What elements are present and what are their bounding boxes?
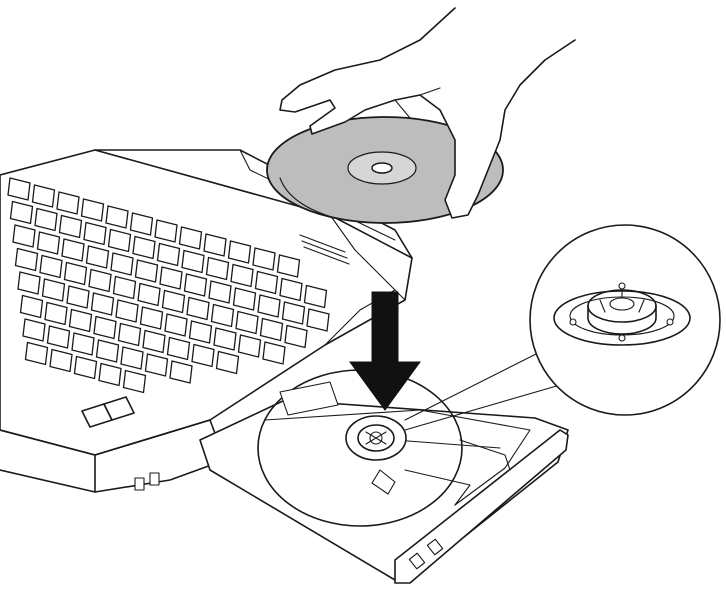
keyboard-key: [144, 353, 169, 377]
keyboard-key: [284, 324, 308, 349]
keyboard-key: [90, 292, 115, 316]
keyboard: [7, 177, 330, 394]
keyboard-key: [161, 289, 186, 314]
keyboard-key: [169, 360, 193, 384]
keyboard-key: [120, 346, 144, 370]
keyboard-key: [107, 228, 132, 253]
keyboard-key: [159, 266, 183, 290]
keyboard-key: [31, 184, 56, 208]
keyboard-key: [257, 294, 281, 318]
keyboard-key: [181, 249, 205, 274]
keyboard-key: [252, 247, 276, 271]
keyboard-key: [95, 339, 120, 363]
keyboard-key: [19, 294, 44, 319]
keyboard-key: [49, 348, 73, 373]
keyboard-key: [7, 177, 31, 201]
keyboard-key: [122, 369, 147, 394]
keyboard-key: [178, 226, 203, 250]
keyboard-key: [61, 238, 85, 262]
keyboard-key: [14, 247, 39, 272]
keyboard-key: [24, 341, 49, 366]
keyboard-key: [22, 318, 46, 342]
keyboard-key: [281, 301, 306, 325]
keyboard-key: [66, 285, 90, 309]
keyboard-key: [129, 212, 154, 236]
keyboard-key: [41, 278, 66, 302]
inset-callout-lines: [404, 347, 561, 431]
keyboard-key: [262, 341, 286, 365]
keyboard-key: [85, 245, 110, 269]
keyboard-key: [71, 332, 95, 356]
keyboard-key: [46, 325, 71, 349]
keyboard-key: [142, 329, 166, 354]
keyboard-key: [117, 322, 142, 347]
keyboard-key: [166, 336, 191, 361]
keyboard-key: [213, 327, 237, 351]
keyboard-key: [227, 240, 252, 264]
keyboard-key: [208, 280, 232, 304]
down-arrow-icon: [349, 291, 421, 411]
status-lamp-icon: [134, 477, 145, 491]
keyboard-key: [12, 224, 36, 248]
keyboard-key: [134, 259, 159, 283]
touchpad-buttons: [81, 396, 135, 428]
keyboard-key: [191, 343, 215, 368]
keyboard-key: [188, 320, 213, 344]
keyboard-key: [105, 205, 129, 229]
keyboard-key: [83, 221, 107, 246]
keyboard-key: [232, 287, 257, 311]
keyboard-key: [186, 296, 210, 321]
keyboard-key: [205, 256, 230, 281]
keyboard-key: [156, 242, 181, 267]
keyboard-key: [34, 207, 58, 232]
keyboard-key: [44, 301, 68, 326]
keyboard-key: [115, 299, 139, 323]
keyboard-key: [203, 233, 227, 257]
keyboard-key: [88, 268, 112, 293]
keyboard-key: [39, 254, 63, 279]
keyboard-key: [237, 334, 262, 358]
status-lamp-icon: [149, 472, 160, 486]
tray-spindle-hub-icon: [345, 415, 407, 461]
keyboard-key: [276, 254, 301, 278]
keyboard-key: [306, 308, 330, 332]
keyboard-key: [68, 308, 93, 333]
keyboard-key: [112, 275, 137, 300]
keyboard-key: [63, 261, 88, 286]
hand-icon: [279, 7, 576, 219]
keyboard-key: [93, 315, 117, 340]
keyboard-key: [183, 273, 208, 297]
keyboard-key: [73, 355, 98, 380]
keyboard-key: [17, 271, 41, 295]
eject-button-icon: [426, 538, 444, 556]
keyboard-key: [303, 284, 328, 309]
keyboard-key: [58, 214, 83, 239]
keyboard-key: [279, 277, 303, 302]
keyboard-key: [259, 317, 284, 342]
keyboard-key: [235, 310, 259, 335]
keyboard-key: [230, 263, 254, 288]
keyboard-key: [56, 191, 80, 215]
keyboard-key: [215, 350, 240, 375]
keyboard-key: [139, 306, 164, 330]
keyboard-key: [98, 362, 122, 387]
keyboard-key: [36, 231, 61, 255]
vent-grille: [299, 234, 350, 265]
keyboard-key: [254, 270, 279, 295]
spindle-hub-icon: [587, 282, 657, 335]
keyboard-key: [110, 252, 134, 276]
keyboard-key: [80, 198, 105, 222]
optical-drive-tray: [199, 369, 569, 584]
keyboard-key: [137, 282, 161, 307]
keyboard-key: [164, 313, 188, 337]
spindle-detail-inset: [529, 224, 721, 416]
cd-disc-icon: [266, 116, 504, 224]
keyboard-key: [132, 235, 156, 260]
eject-button-icon: [408, 552, 426, 570]
keyboard-key: [9, 200, 34, 225]
keyboard-key: [154, 219, 178, 243]
keyboard-key: [210, 303, 235, 328]
